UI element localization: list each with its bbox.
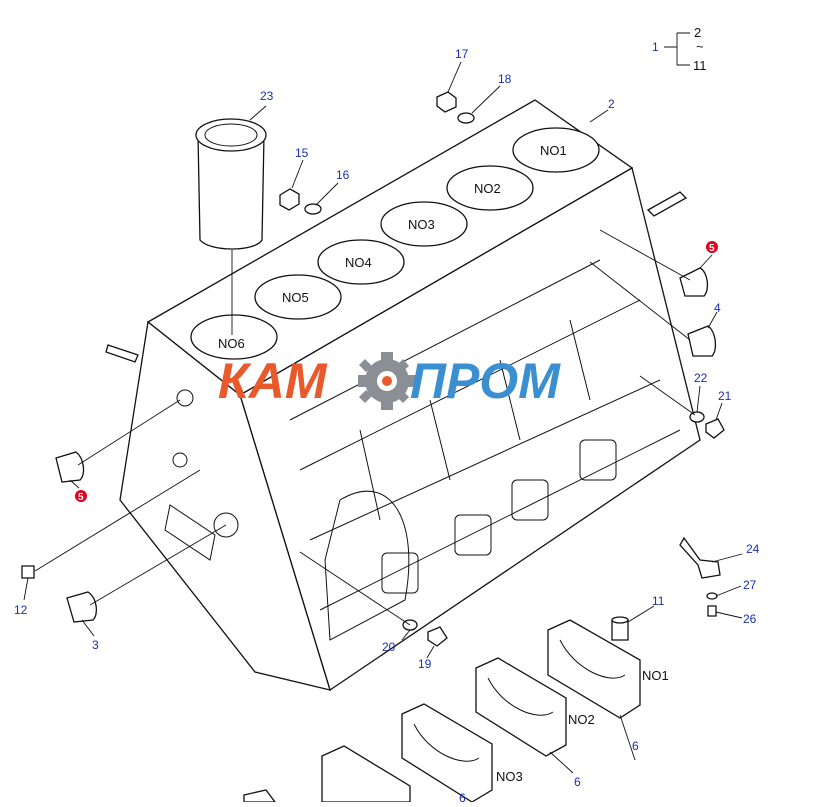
- callout-20: 20: [382, 640, 396, 654]
- main-bearing-caps: NO1 NO2 NO3: [243, 619, 669, 803]
- callout-21: 21: [718, 389, 732, 403]
- watermark-text-right: ПРОМ: [410, 353, 561, 409]
- callout-17: 17: [455, 47, 469, 61]
- cylinder-label-no5: NO5: [282, 290, 309, 305]
- callout-22: 22: [694, 371, 708, 385]
- cylinder-block: NO1 NO2 NO3 NO4 NO5 NO6: [119, 99, 701, 692]
- cylinder-liner: [195, 118, 267, 335]
- kamprom-watermark: КАМ ПРОМ: [218, 352, 561, 410]
- callout-5-left: 5: [78, 492, 84, 503]
- callout-marker-5-right: [706, 241, 718, 253]
- callout-5-right: 5: [709, 243, 715, 254]
- callout-16: 16: [336, 168, 350, 182]
- callout-marker-5-left: [75, 490, 87, 502]
- callout-4: 4: [714, 301, 721, 315]
- legend-range-top: 2: [694, 25, 701, 40]
- callout-3: 3: [92, 638, 99, 652]
- callout-23: 23: [260, 89, 274, 103]
- callout-numbers: 2 3 4 5 5 6 6 6 11 12 15 16 17 18 19 20 …: [14, 47, 760, 805]
- callout-18: 18: [498, 72, 512, 86]
- bearing-cap-label-no2: NO2: [568, 712, 595, 727]
- watermark-text-left: КАМ: [218, 353, 328, 409]
- plugs-and-seals: [21, 91, 725, 647]
- legend-tilde: ~: [696, 39, 704, 54]
- gear-icon: [358, 352, 416, 410]
- leader-lines: [23, 61, 743, 774]
- callout-6-cap3: 6: [459, 791, 466, 802]
- cylinder-label-no1: NO1: [540, 143, 567, 158]
- callout-6-cap1: 6: [632, 739, 639, 753]
- callout-26: 26: [743, 612, 757, 626]
- legend-range-bottom: 11: [693, 58, 707, 73]
- callout-24: 24: [746, 542, 760, 556]
- cylinder-label-no2: NO2: [474, 181, 501, 196]
- bearing-cap-label-no3: NO3: [496, 769, 523, 784]
- cylinder-label-no6: NO6: [218, 336, 245, 351]
- legend-bracket: 1 2 ~ 11: [652, 25, 707, 73]
- callout-6-cap2: 6: [574, 775, 581, 789]
- callout-27: 27: [743, 578, 757, 592]
- callout-15: 15: [295, 146, 309, 160]
- callout-12: 12: [14, 603, 28, 617]
- cylinder-label-no3: NO3: [408, 217, 435, 232]
- callout-19: 19: [418, 657, 432, 671]
- cylinder-label-no4: NO4: [345, 255, 372, 270]
- callout-11: 11: [652, 594, 665, 608]
- callout-2: 2: [608, 97, 615, 111]
- bearing-cap-label-no1: NO1: [642, 668, 669, 683]
- legend-parent-number: 1: [652, 40, 659, 54]
